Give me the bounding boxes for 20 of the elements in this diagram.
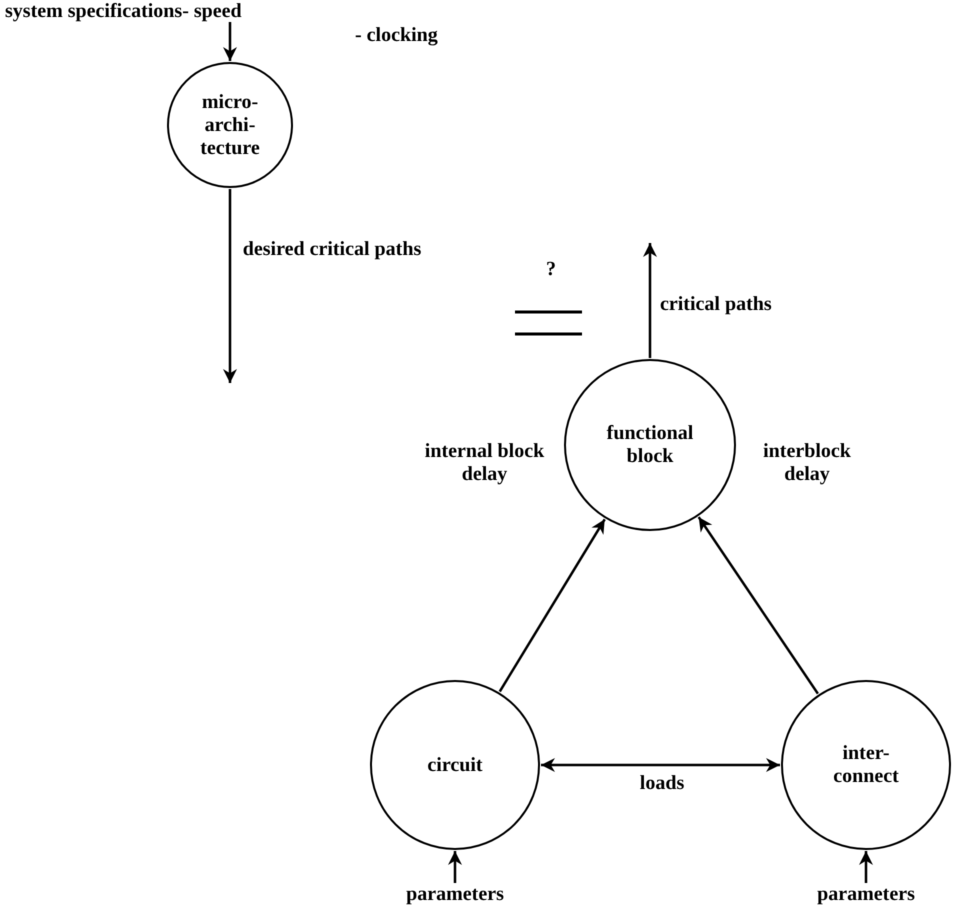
- process-circle: [781, 680, 951, 850]
- node-label: inter- connect: [832, 742, 900, 788]
- arrow: [448, 851, 462, 883]
- process-circle: [370, 680, 540, 850]
- process-circle: [564, 359, 736, 531]
- node-label: micro- archi- tecture: [199, 90, 261, 160]
- arrow: [643, 243, 657, 358]
- arrow: [541, 758, 780, 772]
- arrow: [223, 22, 237, 61]
- node-label: functional block: [606, 422, 694, 468]
- input-label: parameters: [405, 883, 505, 905]
- arrow: [698, 516, 819, 694]
- process-circle: [167, 62, 293, 188]
- input-label: system specifications- speed: [5, 0, 242, 22]
- input-label: - clocking: [355, 24, 438, 46]
- node-label: circuit: [427, 754, 483, 776]
- arrow: [859, 851, 873, 883]
- arrow: [223, 189, 237, 383]
- arrow: [498, 518, 606, 692]
- input-label: parameters: [816, 883, 916, 905]
